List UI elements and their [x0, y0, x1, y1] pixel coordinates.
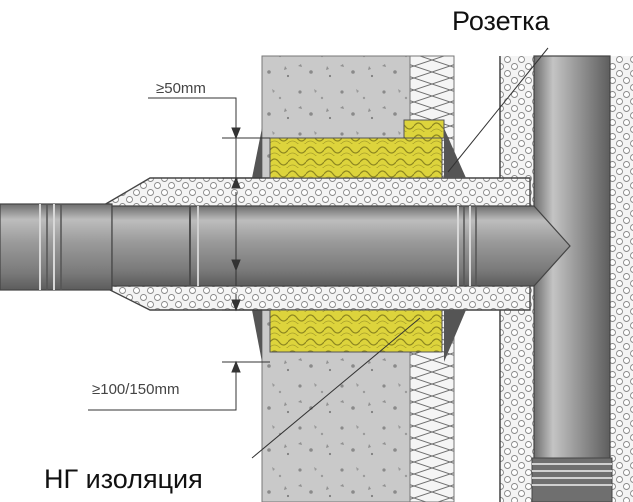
clearance-top-label: ≥50mm: [156, 80, 206, 97]
rosette-label: Розетка: [452, 6, 550, 36]
rosette-right-bottom: [444, 310, 466, 362]
vertical-pipe-collar: [531, 457, 613, 502]
left-pipe-collar: [39, 204, 62, 290]
dimension-top: [148, 97, 270, 206]
dimension-bottom: [88, 294, 270, 411]
insulation-label: НГ изоляция: [44, 464, 203, 494]
mineral-wool-top: [269, 137, 443, 179]
horizontal-pipe-inner: [111, 205, 571, 287]
rosette-right-top: [444, 128, 466, 178]
rosette-left-bottom: [252, 310, 262, 362]
horizontal-pipe-left: [0, 203, 113, 291]
mineral-wool-bottom: [269, 309, 443, 353]
mineral-wool-top-ext: [403, 119, 445, 139]
vertical-flue-pipe: [533, 55, 611, 502]
rosette-left-top: [252, 128, 262, 178]
rosette-leader-line: [447, 47, 549, 173]
insulation-leader-line: [251, 317, 421, 459]
inner-pipe-collar: [457, 206, 477, 286]
dimension-center: [231, 206, 241, 286]
clearance-bottom-label: ≥100/150mm: [92, 381, 180, 398]
